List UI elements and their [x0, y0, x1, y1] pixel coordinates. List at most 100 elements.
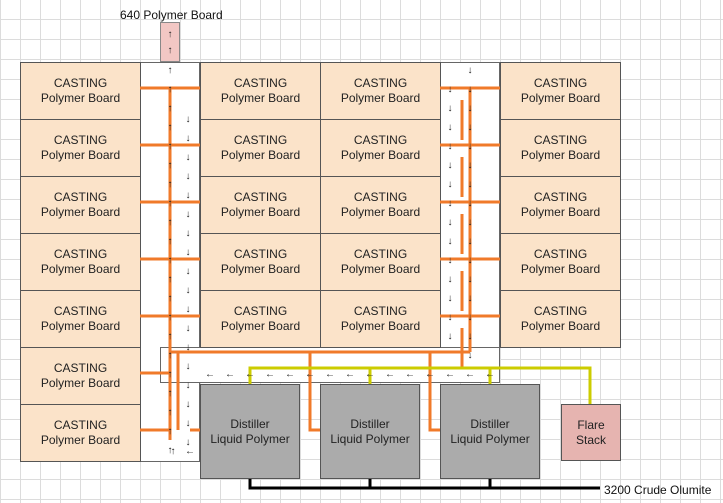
arrow-up-icon: ↑: [167, 160, 173, 171]
arrow-down-icon: ↓: [185, 266, 191, 277]
crude-pipe: [248, 479, 600, 490]
casting-title: CASTING: [353, 247, 408, 261]
arrow-down-icon: ↓: [447, 141, 453, 152]
casting-subtitle: Polymer Board: [340, 319, 421, 333]
arrow-up-icon: ↑: [170, 446, 176, 457]
distiller-1[interactable]: Distiller Liquid Polymer: [200, 384, 300, 479]
arrow-down-icon: ↓: [467, 179, 473, 190]
arrow-up-icon: ↑: [167, 369, 173, 380]
arrow-left-icon: ←: [265, 369, 275, 380]
arrow-down-icon: ↓: [467, 198, 473, 209]
arrow-down-icon: ↓: [467, 293, 473, 304]
arrow-up-icon: ↑: [167, 445, 173, 456]
casting-title: CASTING: [233, 247, 288, 261]
casting-subtitle: Polymer Board: [520, 205, 601, 219]
arrow-down-icon: ↓: [447, 217, 453, 228]
arrow-down-icon: ↓: [185, 228, 191, 239]
gas-pipe: [248, 366, 592, 404]
arrow-left-icon: ←: [325, 369, 335, 380]
casting-title: CASTING: [53, 418, 108, 432]
casting-title: CASTING: [233, 304, 288, 318]
casting-title: CASTING: [533, 247, 588, 261]
arrow-up-icon: ↑: [167, 217, 173, 228]
arrow-left-icon: ←: [485, 369, 495, 380]
casting-title: CASTING: [353, 304, 408, 318]
casting-subtitle: Polymer Board: [220, 91, 301, 105]
arrow-up-icon: ↑: [167, 388, 173, 399]
output-label: 640 Polymer Board: [120, 8, 223, 22]
arrow-down-icon: ↓: [447, 198, 453, 209]
casting-title: CASTING: [233, 133, 288, 147]
distiller-title: Distiller: [470, 416, 510, 431]
arrow-down-icon: ↓: [447, 179, 453, 190]
casting-subtitle: Polymer Board: [40, 319, 121, 333]
arrow-down-icon: ↓: [185, 247, 191, 258]
casting-title: CASTING: [53, 361, 108, 375]
casting-subtitle: Polymer Board: [40, 376, 121, 390]
arrow-down-icon: ↓: [447, 312, 453, 323]
casting-subtitle: Polymer Board: [520, 91, 601, 105]
arrow-up-icon: ↑: [167, 407, 173, 418]
arrow-left-icon: ←: [365, 369, 375, 380]
arrow-down-icon: ↓: [185, 399, 191, 410]
arrow-down-icon: ↓: [467, 255, 473, 266]
casting-subtitle: Polymer Board: [40, 91, 121, 105]
distiller-3[interactable]: Distiller Liquid Polymer: [440, 384, 540, 479]
distiller-title: Distiller: [350, 416, 390, 431]
casting-title: CASTING: [353, 133, 408, 147]
distiller-subtitle: Liquid Polymer: [330, 431, 410, 446]
casting-subtitle: Polymer Board: [340, 148, 421, 162]
flare-subtitle: Stack: [575, 432, 606, 447]
casting-title: CASTING: [533, 76, 588, 90]
arrow-down-icon: ↓: [467, 103, 473, 114]
arrow-up-icon: ↑: [167, 65, 173, 76]
arrow-down-icon: ↓: [447, 84, 453, 95]
casting-title: CASTING: [233, 76, 288, 90]
casting-title: CASTING: [353, 76, 408, 90]
casting-title: CASTING: [53, 76, 108, 90]
liquid-pipe-distiller2: [308, 352, 320, 432]
arrow-left-icon: ←: [205, 369, 215, 380]
arrow-up-icon: ↑: [167, 103, 173, 114]
arrow-up-icon: ↑: [167, 141, 173, 152]
arrow-down-icon: ↓: [467, 274, 473, 285]
distiller-2[interactable]: Distiller Liquid Polymer: [320, 384, 420, 479]
flare-stack[interactable]: Flare Stack: [561, 404, 621, 461]
arrow-left-icon: ←: [305, 369, 315, 380]
casting-title: CASTING: [533, 304, 588, 318]
arrow-down-icon: ↓: [185, 323, 191, 334]
arrow-down-icon: ↓: [185, 418, 191, 429]
arrow-down-icon: ↓: [467, 141, 473, 152]
arrow-down-icon: ↓: [467, 65, 473, 76]
arrow-up-icon: ↑: [167, 312, 173, 323]
arrow-down-icon: ↓: [185, 114, 191, 125]
arrow-down-icon: ↓: [185, 209, 191, 220]
arrow-down-icon: ↓: [467, 312, 473, 323]
arrow-up-icon: ↑: [167, 198, 173, 209]
casting-title: CASTING: [533, 133, 588, 147]
arrow-down-icon: ↓: [185, 380, 191, 391]
arrow-down-icon: ↓: [185, 342, 191, 353]
distiller-title: Distiller: [230, 416, 270, 431]
arrow-down-icon: ↓: [447, 103, 453, 114]
casting-subtitle: Polymer Board: [40, 262, 121, 276]
